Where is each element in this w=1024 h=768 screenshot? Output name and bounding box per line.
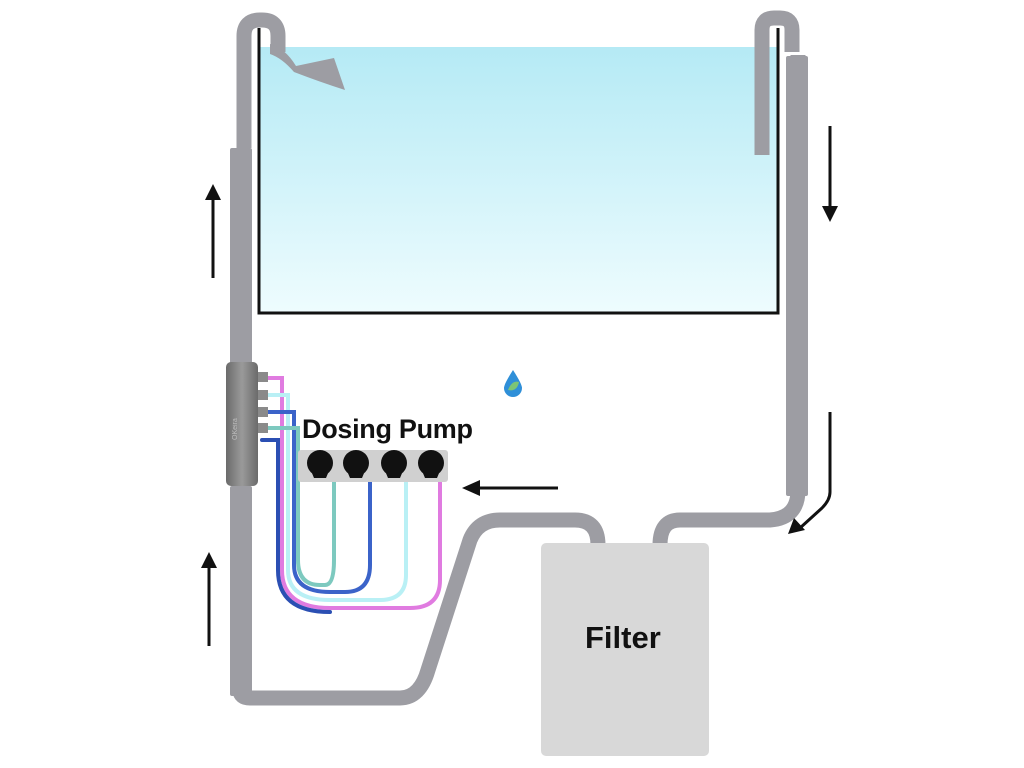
return-spout — [270, 44, 345, 90]
flow-arrow-icon — [462, 480, 558, 496]
overflow-pipe-section — [786, 56, 808, 496]
pump-head-icon — [418, 450, 444, 478]
pump-head-icon — [307, 450, 333, 478]
tank-water — [260, 47, 777, 312]
dosing-pump — [298, 450, 448, 482]
tube-teal — [260, 426, 336, 587]
water-drop-leaf-icon — [504, 370, 522, 397]
filter-label: Filter — [585, 620, 661, 655]
pump-head-icon — [343, 450, 369, 478]
return-pipe — [232, 12, 606, 706]
tube-pink — [260, 376, 442, 610]
dosing-hub — [226, 362, 268, 486]
tube-dark-blue — [260, 438, 332, 614]
tube-blue — [260, 410, 372, 594]
flow-arrows — [201, 126, 838, 646]
flow-arrow-icon — [788, 412, 832, 534]
dosing-tubes — [260, 376, 442, 614]
tube-light-blue — [260, 393, 408, 602]
flow-arrow-icon — [201, 552, 217, 646]
tank-outline — [257, 28, 780, 315]
overflow-pipe — [652, 10, 806, 546]
flow-arrow-icon — [822, 126, 838, 222]
filter-box — [541, 543, 709, 756]
return-pipe-section — [230, 148, 252, 364]
return-pipe-section — [230, 486, 252, 696]
pump-head-icon — [381, 450, 407, 478]
dosing-pump-label: Dosing Pump — [302, 414, 473, 444]
flow-arrow-icon — [205, 184, 221, 278]
hub-brand-label: OKeira — [232, 418, 239, 440]
